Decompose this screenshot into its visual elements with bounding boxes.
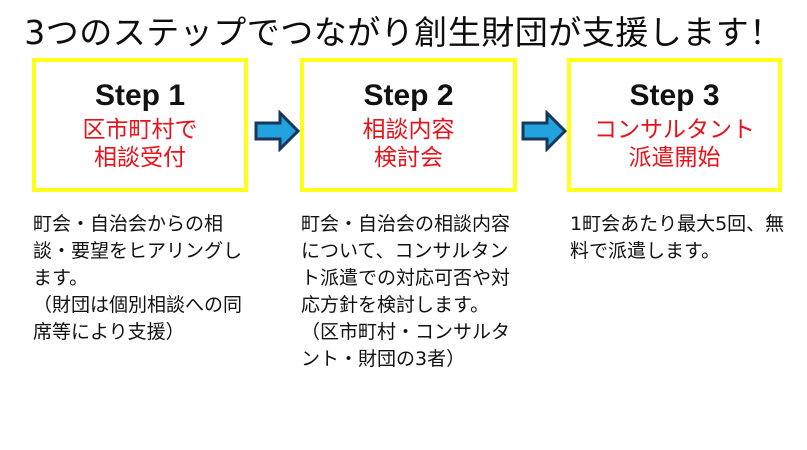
- step-label-1: Step 1: [94, 79, 186, 113]
- step-subtitle-line2-1: 相談受付: [94, 144, 186, 171]
- step-card-3: Step 3 コンサルタント 派遣開始: [567, 58, 782, 192]
- step-subtitle-line2-2: 検討会: [374, 144, 443, 171]
- page-title: 3つのステップでつながり創生財団が支援します！: [24, 13, 783, 52]
- step-label-2: Step 2: [363, 79, 454, 113]
- step-subtitle-line1-1: 区市町村で: [82, 116, 198, 143]
- step-card-1: Step 1 区市町村で 相談受付: [32, 58, 248, 192]
- step-subtitle-line2-3: 派遣開始: [628, 144, 721, 171]
- arrow-right-icon-svg: [254, 109, 301, 153]
- step-description-2: 町会・自治会の相談内容について、コンサルタント派遣での対応可否や対応方針を検討し…: [301, 213, 511, 370]
- step-card-2: Step 2 相談内容 検討会: [300, 58, 517, 192]
- step-description-3: 1町会あたり最大5回、無料で派遣します。: [570, 213, 785, 262]
- step-subtitle-line1-3: コンサルタント: [594, 116, 755, 143]
- arrow-right-icon: [521, 109, 568, 153]
- arrow-right-icon: [254, 109, 301, 153]
- arrow-right-icon-svg: [521, 109, 568, 153]
- step-label-3: Step 3: [629, 79, 720, 113]
- step-description-1: 町会・自治会からの相談・要望をヒアリングします。 （財団は個別相談への同席等によ…: [33, 213, 243, 343]
- step-subtitle-line1-2: 相談内容: [362, 116, 455, 143]
